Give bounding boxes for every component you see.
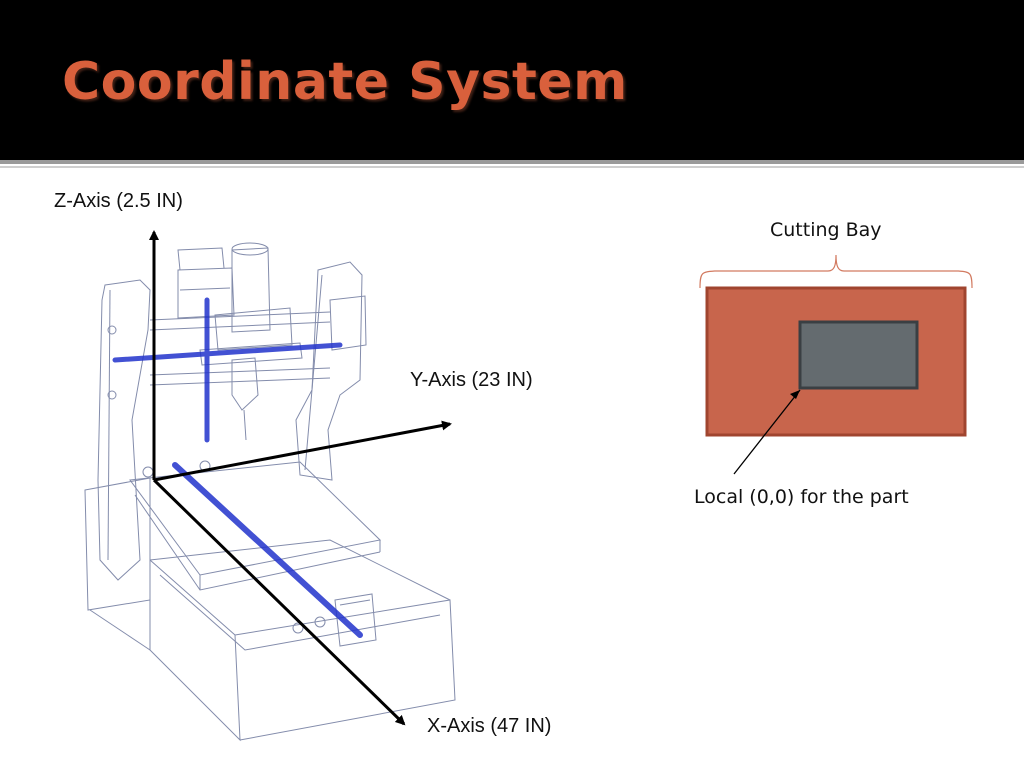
y-axis-label: Y-Axis (23 IN) [410,369,533,391]
x-axis-label: X-Axis (47 IN) [427,715,552,737]
part-outline [798,320,919,390]
cutting-bay-label: Cutting Bay [770,219,882,241]
y-axis-arrow [153,420,452,482]
slide-title: Coordinate System [62,52,628,112]
z-axis-label: Z-Axis (2.5 IN) [54,190,183,212]
header-divider-thin [0,166,1024,168]
header-divider [0,160,1024,164]
cutting-bay-brace [699,254,973,289]
x-axis-arrow [152,478,406,726]
cnc-machine-illustration [84,242,456,742]
title-bar [0,0,1024,160]
coordinate-axes [149,230,452,726]
local-origin-label: Local (0,0) for the part [694,486,909,508]
local-origin-pointer [733,389,801,475]
lead-screws [112,297,363,638]
